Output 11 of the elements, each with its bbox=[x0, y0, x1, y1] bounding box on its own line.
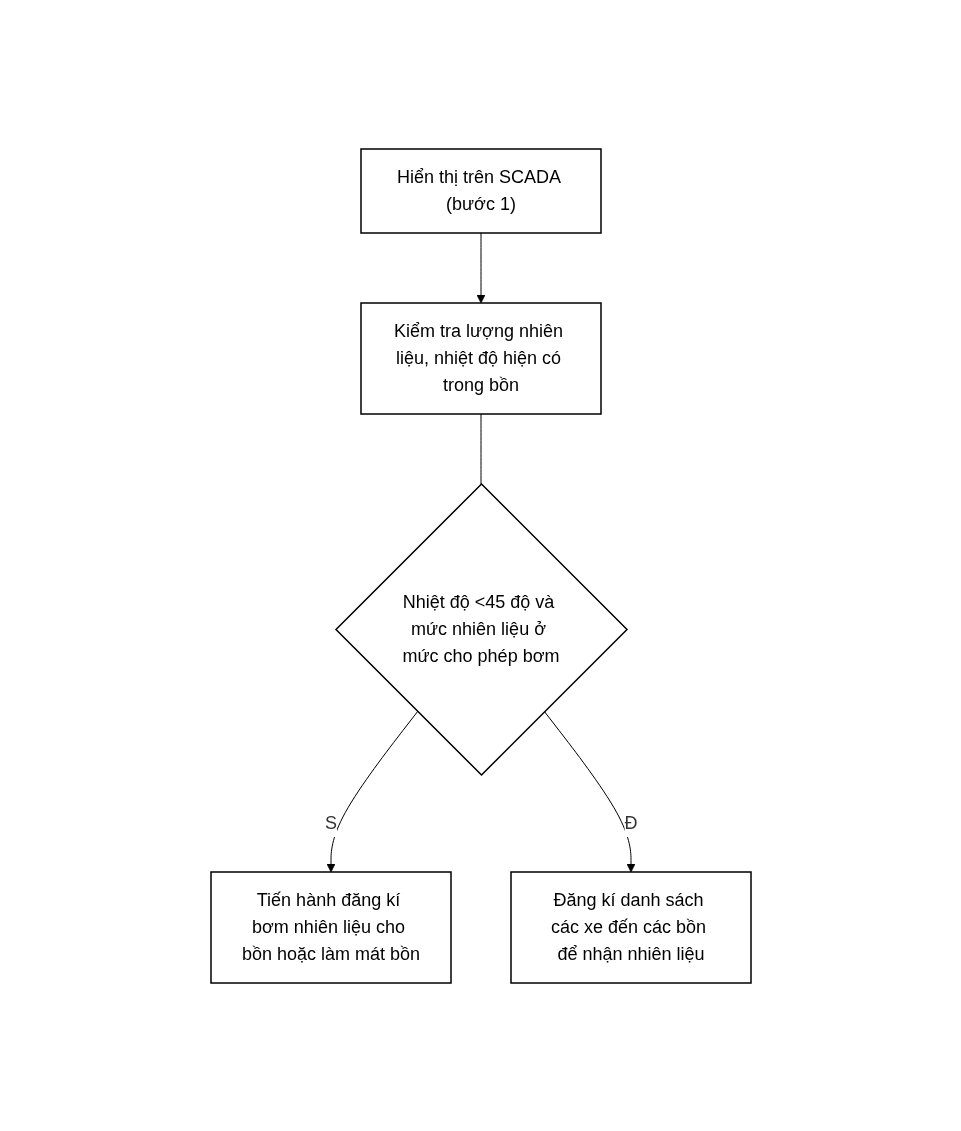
node-box: Tiến hành đăng kí bơm nhiên liệu cho bồn hoặc làm mát bồn bbox=[209, 870, 452, 984]
connector bbox=[480, 413, 481, 484]
arrow bbox=[326, 710, 418, 872]
node-diamond: Nhiệt độ <45 độ và mức nhiên liệu ở mức cho phép bơm bbox=[334, 482, 628, 776]
node-box: Đăng kí danh sách các xe đến các bồn để nhận nhiên liệu bbox=[509, 870, 752, 984]
node-box: Hiển thị trên SCADA (bước 1) bbox=[359, 147, 602, 234]
node-box: Kiểm tra lượng nhiên liệu, nhiệt độ hiện có trong bồn bbox=[359, 301, 602, 415]
arrow bbox=[476, 232, 485, 303]
edge-label: Đ bbox=[624, 812, 637, 833]
arrow bbox=[543, 710, 635, 872]
edge-label: S bbox=[324, 812, 337, 833]
